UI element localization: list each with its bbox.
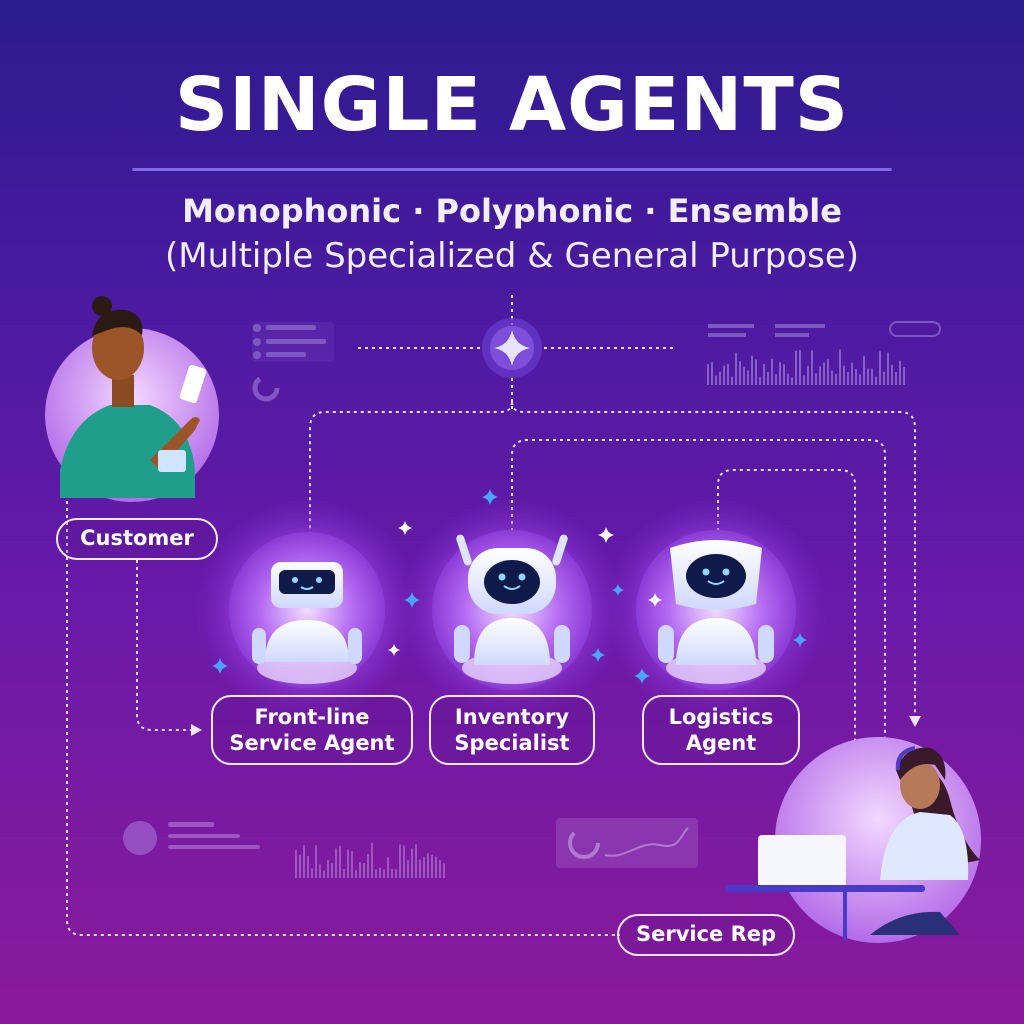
- agent-label-line-1: Inventory: [454, 705, 570, 729]
- arrow-to-service-rep: [909, 716, 921, 727]
- robot-icon: [195, 498, 419, 722]
- sparkle-icon: [212, 658, 228, 674]
- customer-label-text: Customer: [80, 526, 194, 550]
- agent-label-line-2: Specialist: [454, 731, 570, 755]
- robot-icon: [604, 498, 828, 722]
- customer-avatar: [45, 296, 219, 502]
- sparkle-icon: [634, 668, 650, 684]
- subtitle-line-2: (Multiple Specialized & General Purpose): [164, 236, 860, 276]
- sparkle-icon: [598, 527, 614, 543]
- decor-widget-bottom-left: [123, 821, 260, 855]
- sparkle-icon: [388, 644, 400, 656]
- agent-label-line-1: Logistics: [668, 705, 774, 729]
- agent-label-line-2: Service Agent: [229, 731, 395, 755]
- agent-label-line-2: Agent: [685, 731, 757, 755]
- sparkle-icons: [212, 489, 807, 684]
- title-divider: [132, 168, 892, 171]
- service-rep-avatar: [725, 737, 981, 943]
- connector-lines: [66, 295, 916, 936]
- sparkle-icon: [793, 633, 807, 647]
- sparkle-icon: [404, 592, 420, 608]
- robot-icon: [400, 498, 624, 722]
- decor-bars-bottom: [295, 842, 445, 878]
- decor-widget-top-left: [252, 322, 334, 402]
- service-rep-label-text: Service Rep: [635, 922, 777, 946]
- decor-widget-bottom-center: [556, 818, 698, 868]
- sparkle-icon: [482, 489, 498, 505]
- sparkle-icon: [398, 521, 412, 535]
- service-rep-label: Service Rep: [617, 914, 795, 956]
- page-title: SINGLE AGENTS: [174, 62, 850, 148]
- agent-label-front-line: Front-line Service Agent: [211, 695, 413, 765]
- subtitle-line-1: Monophonic · Polyphonic · Ensemble: [182, 192, 842, 230]
- arrow-to-frontline: [191, 724, 202, 736]
- decor-widget-top-right: [708, 321, 941, 337]
- customer-label: Customer: [56, 518, 218, 560]
- sparkle-icon: [612, 584, 624, 596]
- agent-label-logistics: Logistics Agent: [642, 695, 800, 765]
- sparkle-hub-icon: [482, 318, 542, 378]
- sparkle-icon: [591, 648, 605, 662]
- agent-label-line-1: Front-line: [254, 705, 370, 729]
- decor-bars-top-right: [707, 349, 905, 385]
- agent-label-inventory: Inventory Specialist: [429, 695, 595, 765]
- sparkle-icon: [648, 593, 662, 607]
